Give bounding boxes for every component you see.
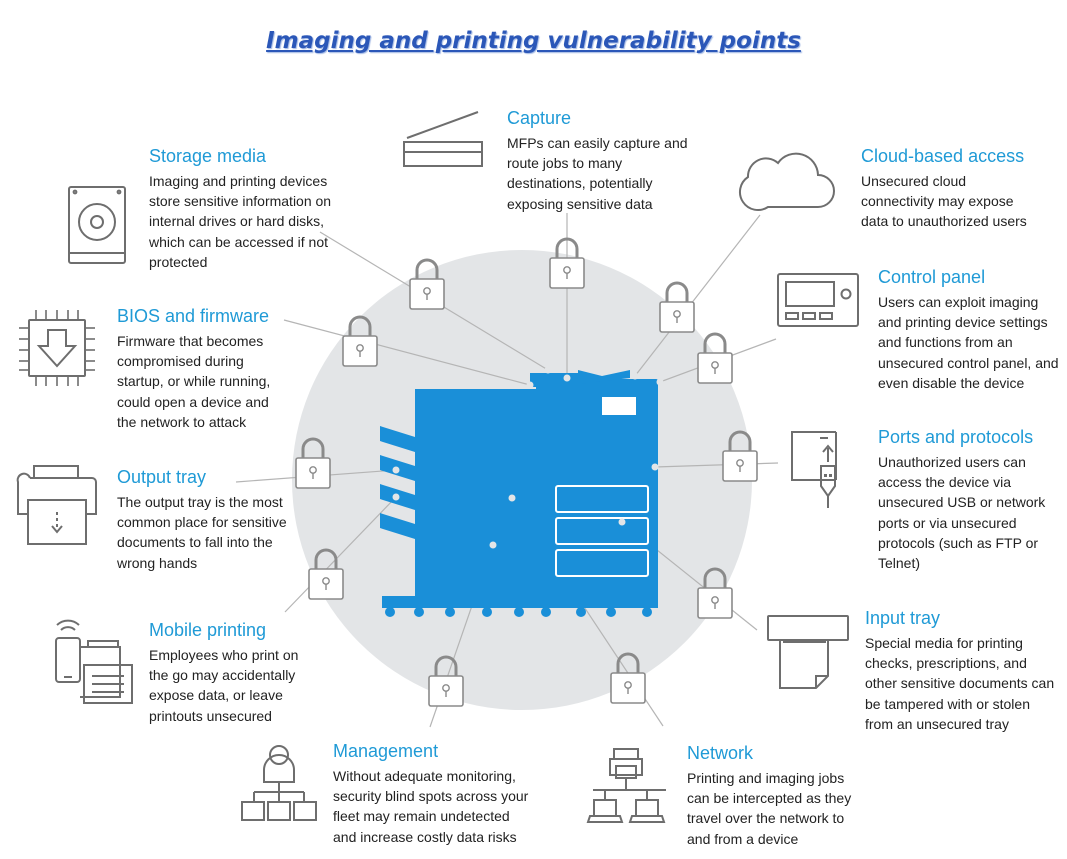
storage-media-heading: Storage media [149,146,267,166]
chip-icon [19,310,95,386]
input-tray-heading: Input tray [865,608,941,628]
control-panel-block: Control panel Users can exploit imaging … [878,266,1063,393]
hard-drive-icon [68,186,126,264]
storage-media-block: Storage media Imaging and printing devic… [149,145,341,272]
ports-protocols-description: Unauthorized users can access the device… [878,454,1046,572]
management-block: Management Without adequate monitoring, … [333,740,533,847]
output-tray-block: Output tray The output tray is the most … [117,466,292,573]
cloud-icon [739,152,835,212]
input-tray-block: Input tray Special media for printing ch… [865,607,1060,734]
scanner-icon [403,111,483,167]
input-tray-icon [767,615,849,689]
mobile-printing-description: Employees who print on the go may accide… [149,647,299,724]
page-title: Imaging and printing vulnerability point… [266,28,801,54]
network-icon [586,748,666,823]
bios-firmware-block: BIOS and firmware Firmware that becomes … [117,305,282,432]
cloud-access-block: Cloud-based access Unsecured cloud conne… [861,145,1041,232]
lock-icon [658,281,696,334]
org-chart-icon [241,745,317,821]
mfp-touch-points [392,366,664,549]
network-heading: Network [687,743,754,763]
control-panel-heading: Control panel [878,267,986,287]
mobile-printing-icon [55,619,133,704]
capture-block: Capture MFPs can easily capture and rout… [507,107,692,214]
usb-icon [791,431,837,508]
management-heading: Management [333,741,439,761]
control-panel-description: Users can exploit imaging and printing d… [878,294,1059,391]
mobile-printing-block: Mobile printing Employees who print on t… [149,619,309,726]
ports-protocols-heading: Ports and protocols [878,427,1034,447]
capture-description: MFPs can easily capture and route jobs t… [507,135,688,212]
cloud-access-heading: Cloud-based access [861,146,1025,166]
ports-protocols-block: Ports and protocols Unauthorized users c… [878,426,1050,573]
mfp-device-details [555,397,649,577]
network-description: Printing and imaging jobs can be interce… [687,770,852,847]
output-tray-description: The output tray is the most common place… [117,494,287,571]
control-panel-icon [777,273,859,327]
network-block: Network Printing and imaging jobs can be… [687,742,862,849]
management-description: Without adequate monitoring, security bl… [333,768,529,845]
bios-firmware-description: Firmware that becomes compromised during… [117,333,271,430]
mobile-printing-heading: Mobile printing [149,620,267,640]
output-tray-icon [16,465,97,545]
storage-media-description: Imaging and printing devices store sensi… [149,173,332,270]
output-tray-heading: Output tray [117,467,207,487]
input-tray-description: Special media for printing checks, presc… [865,635,1055,732]
bios-firmware-heading: BIOS and firmware [117,306,270,326]
capture-heading: Capture [507,108,572,128]
cloud-access-description: Unsecured cloud connectivity may expose … [861,173,1027,230]
